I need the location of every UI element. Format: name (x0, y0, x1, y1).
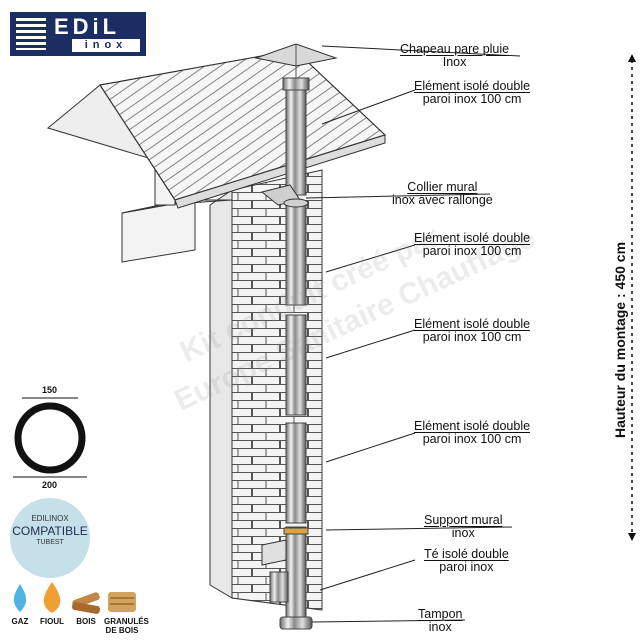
wood-logs-icon (71, 592, 101, 614)
badge-brand: EDILINOX (31, 514, 69, 523)
label-line-2: inox (428, 620, 452, 634)
inner-diameter-label: 150 (42, 385, 58, 395)
label-wall-support: Support mural inox (424, 514, 503, 540)
label-cap: Tampon inox (418, 608, 462, 634)
label-tee: Té isolé double paroi inox (424, 548, 509, 574)
oil-drop-icon (43, 582, 61, 613)
wood-pellets-icon (108, 592, 136, 612)
fuel-label-wood: BOIS (76, 617, 96, 626)
logo-sub: inox (72, 39, 140, 52)
label-element-4: Elément isolé double paroi inox 100 cm (414, 420, 530, 446)
label-element-2: Elément isolé double paroi inox 100 cm (414, 232, 530, 258)
fuel-label-gas: GAZ (11, 617, 29, 626)
outer-diameter-label: 200 (42, 480, 58, 490)
fuel-label-oil: FIOUL (40, 617, 64, 626)
label-line-1: Elément isolé double (414, 231, 531, 245)
fuel-label-pellets: GRANULÉS DE BOIS (104, 617, 149, 635)
label-line-2: paroi inox 100 cm (422, 432, 522, 446)
gas-flame-icon (13, 584, 27, 612)
label-line-2: paroi inox 100 cm (422, 244, 522, 258)
diameter-ring (13, 397, 87, 478)
label-line-1: Tampon (418, 607, 463, 621)
label-line-2: paroi inox (439, 560, 494, 574)
label-element-3: Elément isolé double paroi inox 100 cm (414, 318, 530, 344)
badge-title: COMPATIBLE (12, 524, 88, 538)
edil-inox-logo: EDiL inox (10, 12, 146, 56)
logo-brand: EDiL (54, 14, 121, 39)
label-line-1: Collier mural (407, 180, 478, 194)
logo-stripes (16, 18, 46, 50)
label-line-1: Elément isolé double (414, 317, 531, 331)
roof (46, 49, 387, 209)
label-line-2: paroi inox 100 cm (422, 92, 522, 106)
label-rain-cap: Chapeau pare pluie Inox (400, 43, 509, 69)
label-line-1: Support mural (424, 513, 503, 527)
leader-lines (305, 45, 521, 623)
label-line-1: Elément isolé double (414, 79, 531, 93)
height-label: Hauteur du montage : 450 cm (612, 241, 628, 439)
label-line-2: inox (451, 526, 475, 540)
label-line-2: Inox (442, 55, 467, 69)
height-dimension-arrow (628, 54, 636, 541)
label-wall-collar: Collier mural inox avec rallonge (392, 181, 493, 207)
compatible-badge: EDILINOX COMPATIBLE TUBEST (10, 498, 90, 578)
label-line-2: paroi inox 100 cm (422, 330, 522, 344)
badge-product: TUBEST (36, 539, 64, 546)
label-line-1: Chapeau pare pluie (400, 42, 510, 56)
label-line-1: Elément isolé double (414, 419, 531, 433)
flue-pipe (254, 43, 338, 630)
label-element-1: Elément isolé double paroi inox 100 cm (414, 80, 530, 106)
label-line-1: Té isolé double (424, 547, 509, 561)
label-line-2: inox avec rallonge (392, 193, 493, 207)
